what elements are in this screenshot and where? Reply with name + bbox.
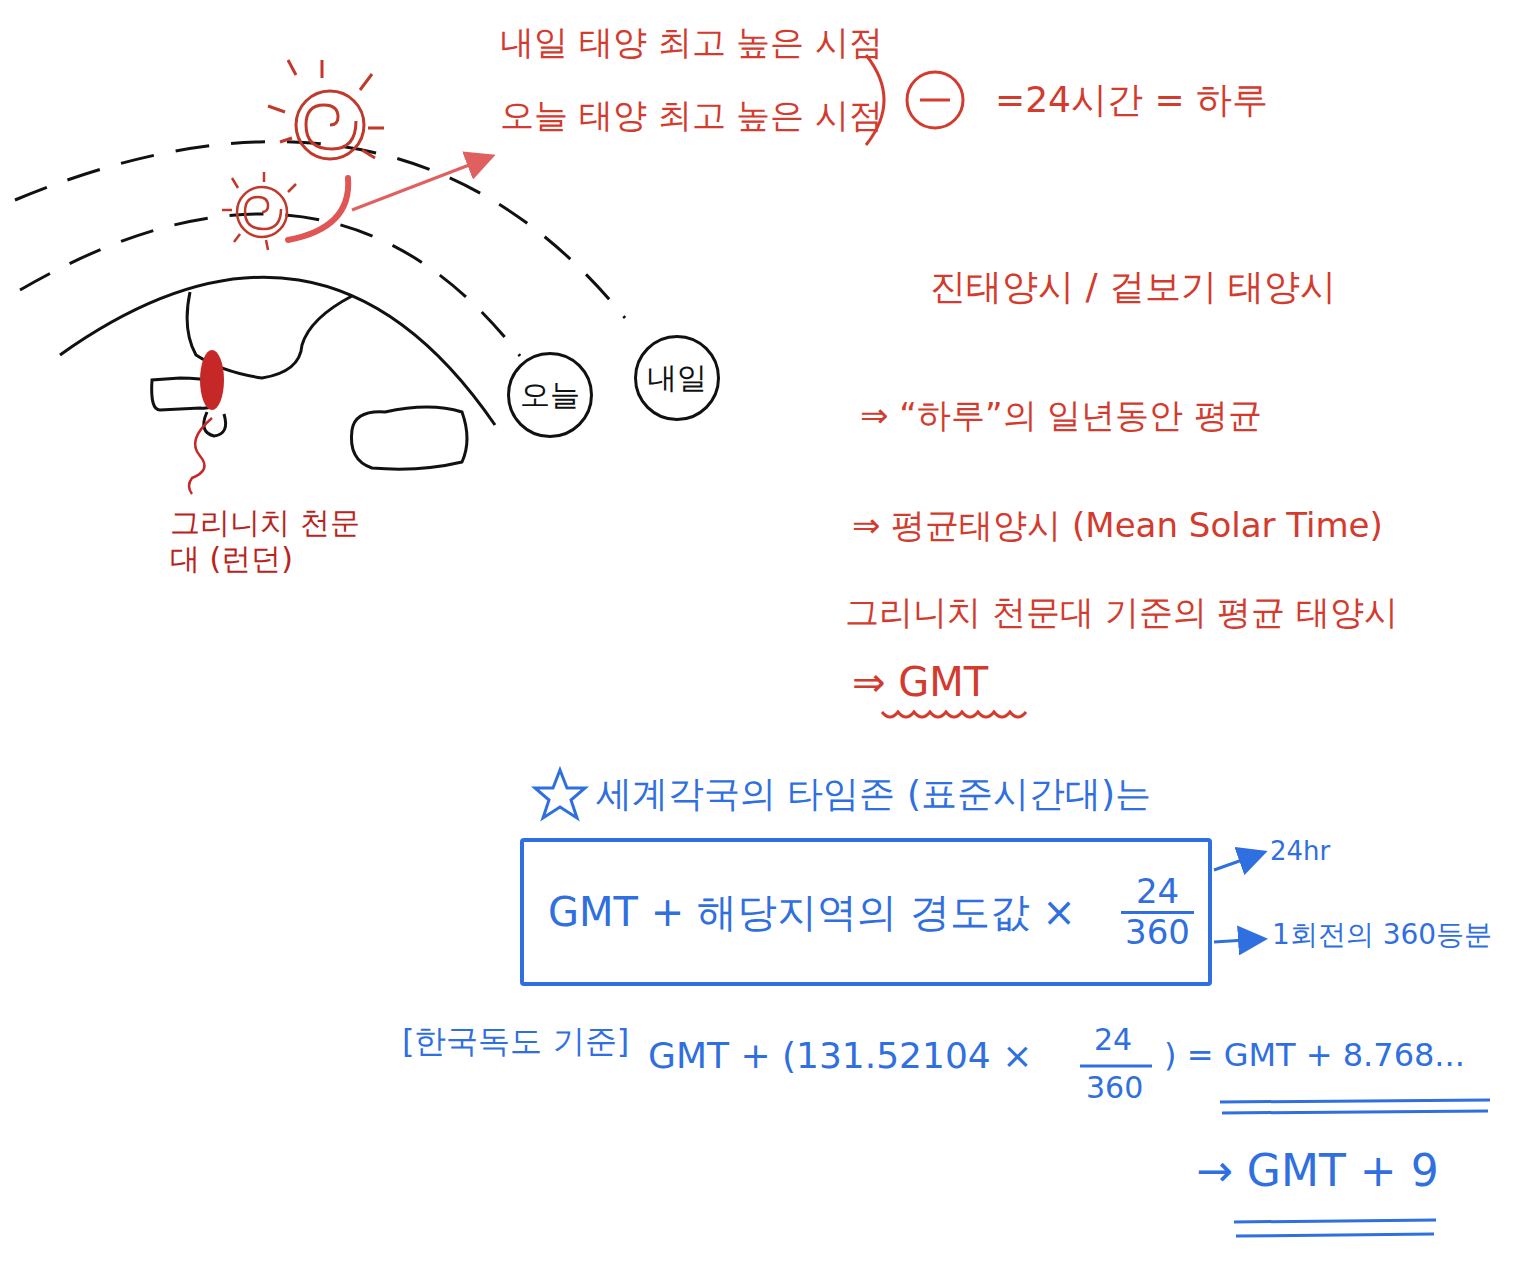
double-underline: [1222, 1111, 1488, 1113]
heading-text: 세계각국의 타임존 (표준시간대)는: [596, 772, 1151, 815]
leader-line: [189, 418, 212, 494]
sun-symbol: [268, 60, 384, 159]
land-outline: [351, 407, 467, 469]
annotation-text: 1회전의 360등분: [1272, 918, 1492, 952]
result-text: → GMT + 9: [1196, 1145, 1439, 1198]
sun-symbol: [222, 172, 296, 250]
earth-arc: [60, 277, 495, 425]
minus-symbol: [920, 99, 950, 102]
double-underline: [1236, 1234, 1434, 1236]
annotation-text: 내일 태양 최고 높은 시점: [500, 22, 883, 63]
fraction-denominator: 360: [1121, 914, 1194, 951]
star-mark: [535, 770, 585, 818]
place-label: 그리니치 천문대 (런던): [170, 505, 385, 577]
formula-text: ) = GMT + 8.768...: [1164, 1036, 1465, 1074]
formula-text: GMT + (131.52104 ×: [648, 1034, 1032, 1077]
formula-box: GMT + 해당지역의 경도값 × 24360: [520, 838, 1212, 986]
note-text: ⇒ 평균태양시 (Mean Solar Time): [852, 505, 1383, 546]
pointer-arrow: [352, 157, 490, 210]
fraction-bar: [1080, 1065, 1152, 1068]
fraction-numerator: 24: [1121, 873, 1194, 913]
annotation-text: 24hr: [1270, 836, 1330, 867]
circle-node: 오늘: [507, 352, 593, 438]
circle-node: 내일: [634, 335, 720, 421]
double-underline: [1234, 1220, 1436, 1222]
wavy-underline: [882, 712, 1026, 717]
formula-text: GMT + 해당지역의 경도값 ×: [548, 888, 1076, 936]
fraction-number: 360: [1086, 1070, 1143, 1106]
difference-mark: [288, 178, 348, 240]
location-pin: [200, 350, 224, 410]
note-text: ⇒ “하루”의 일년동안 평균: [860, 395, 1262, 436]
fraction-number: 24: [1094, 1022, 1132, 1058]
annotation-text: 오늘 태양 최고 높은 시점: [500, 95, 883, 136]
section-label: [한국독도 기준]: [402, 1022, 629, 1060]
sun-path-tomorrow: [15, 142, 625, 318]
fraction: 24360: [1121, 873, 1194, 951]
minus-symbol: [907, 72, 963, 128]
leader-arrow: [1214, 939, 1262, 942]
annotation-text: =24시간 = 하루: [995, 78, 1268, 121]
heading-text: 진태양시 / 겉보기 태양시: [930, 265, 1336, 308]
note-text: ⇒ GMT: [852, 658, 988, 706]
leader-arrow: [1214, 853, 1262, 870]
double-underline: [1220, 1100, 1490, 1102]
node-text: 내일: [647, 358, 707, 399]
note-text: 그리니치 천문대 기준의 평균 태양시: [845, 592, 1398, 633]
node-text: 오늘: [520, 375, 580, 416]
